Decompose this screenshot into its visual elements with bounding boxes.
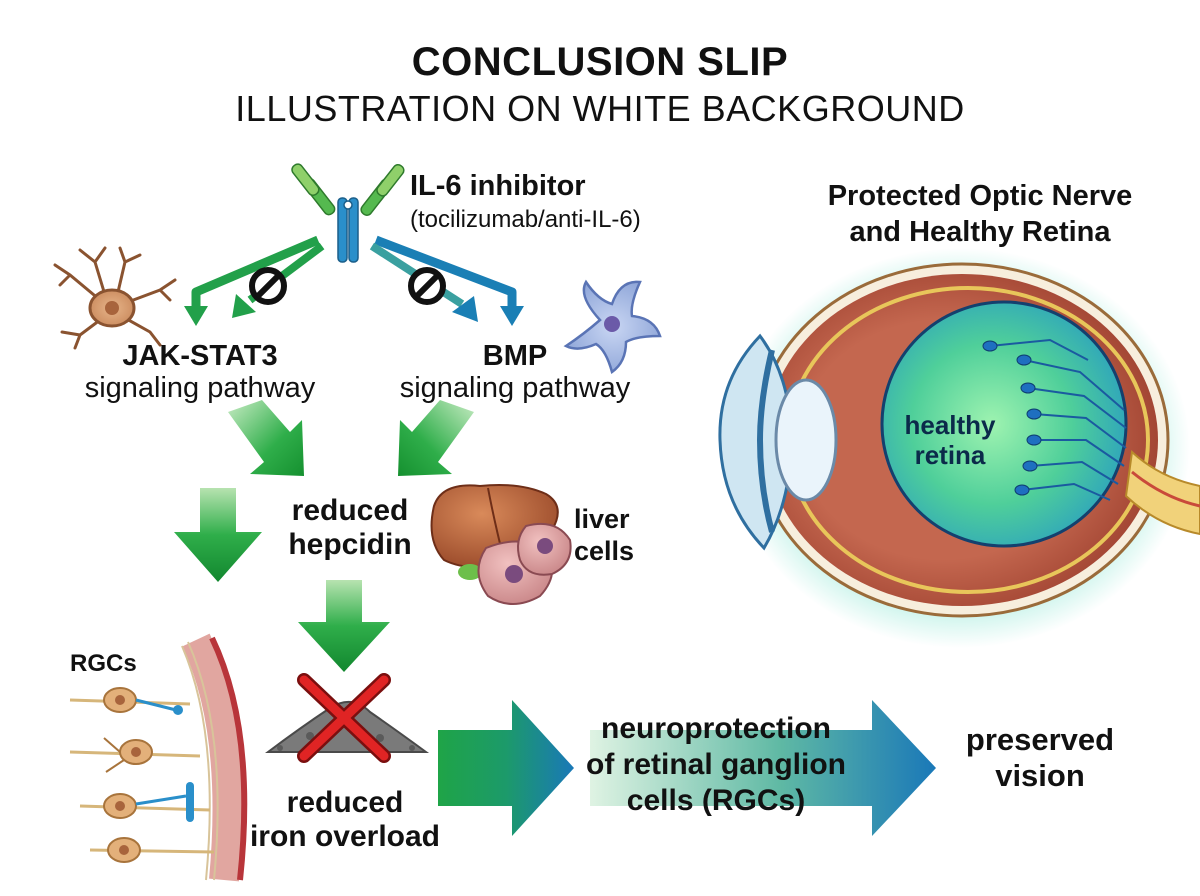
iron-line1: reduced xyxy=(286,786,404,819)
page-subtitle: ILLUSTRATION ON WHITE BACKGROUND xyxy=(235,88,965,129)
rgc-neuron-icon xyxy=(107,837,141,863)
pathway-name-jakstat3: JAK-STAT3 xyxy=(122,340,278,372)
antibody-icon xyxy=(291,163,405,263)
rgc-neuron-icon xyxy=(103,737,153,773)
arrow-jakstat-to-hepcidin xyxy=(228,400,304,476)
hepcidin-line2: hepcidin xyxy=(288,528,412,561)
vision-line2: vision xyxy=(995,758,1085,793)
liver-cell-icon xyxy=(517,522,572,576)
hepcidin-line1: reduced xyxy=(291,494,409,527)
rgc-illustration xyxy=(69,633,248,882)
block-icon xyxy=(408,267,446,305)
liver-line2: cells xyxy=(574,536,635,566)
retina-label-line1: healthy xyxy=(904,410,996,440)
rgc-label: RGCs xyxy=(70,650,137,677)
rgc-neuron-icon xyxy=(103,782,194,822)
pathway-desc-bmp: signaling pathway xyxy=(399,372,631,404)
vision-line1: preserved xyxy=(965,722,1115,757)
page-title: CONCLUSION SLIP xyxy=(411,40,789,84)
pathway-desc-jakstat3: signaling pathway xyxy=(84,372,316,404)
neuro-line1: neuroprotection xyxy=(601,712,831,745)
pathway-name-bmp: BMP xyxy=(482,340,548,372)
arrow-down-center xyxy=(298,580,390,672)
arrow-right-to-vision xyxy=(590,700,936,836)
arrow-down-left xyxy=(174,488,262,582)
arrow-right-to-neuroprotection xyxy=(438,700,574,836)
inhibitor-name: IL-6 inhibitor xyxy=(410,170,586,202)
cross-icon xyxy=(297,673,391,763)
arrow-bmp-to-hepcidin xyxy=(398,400,474,476)
neuro-line3: cells (RGCs) xyxy=(626,784,806,817)
liver-line1: liver xyxy=(574,504,630,534)
inhibit-arrow-right xyxy=(369,235,524,326)
retina-highlight xyxy=(880,300,1128,548)
inhibitor-detail: (tocilizumab/anti-IL-6) xyxy=(410,206,641,233)
liver-icon xyxy=(430,484,572,605)
rgc-neuron-icon xyxy=(103,687,183,715)
eye-title-line1: Protected Optic Nerve xyxy=(827,180,1133,212)
iron-line2: iron overload xyxy=(249,820,441,853)
eye-title-line2: and Healthy Retina xyxy=(849,216,1111,248)
neuro-line2: of retinal ganglion xyxy=(586,748,846,781)
block-icon xyxy=(249,267,287,305)
retina-label-line2: retina xyxy=(914,440,986,470)
microglia-icon xyxy=(563,279,662,375)
astrocyte-icon xyxy=(53,246,177,350)
